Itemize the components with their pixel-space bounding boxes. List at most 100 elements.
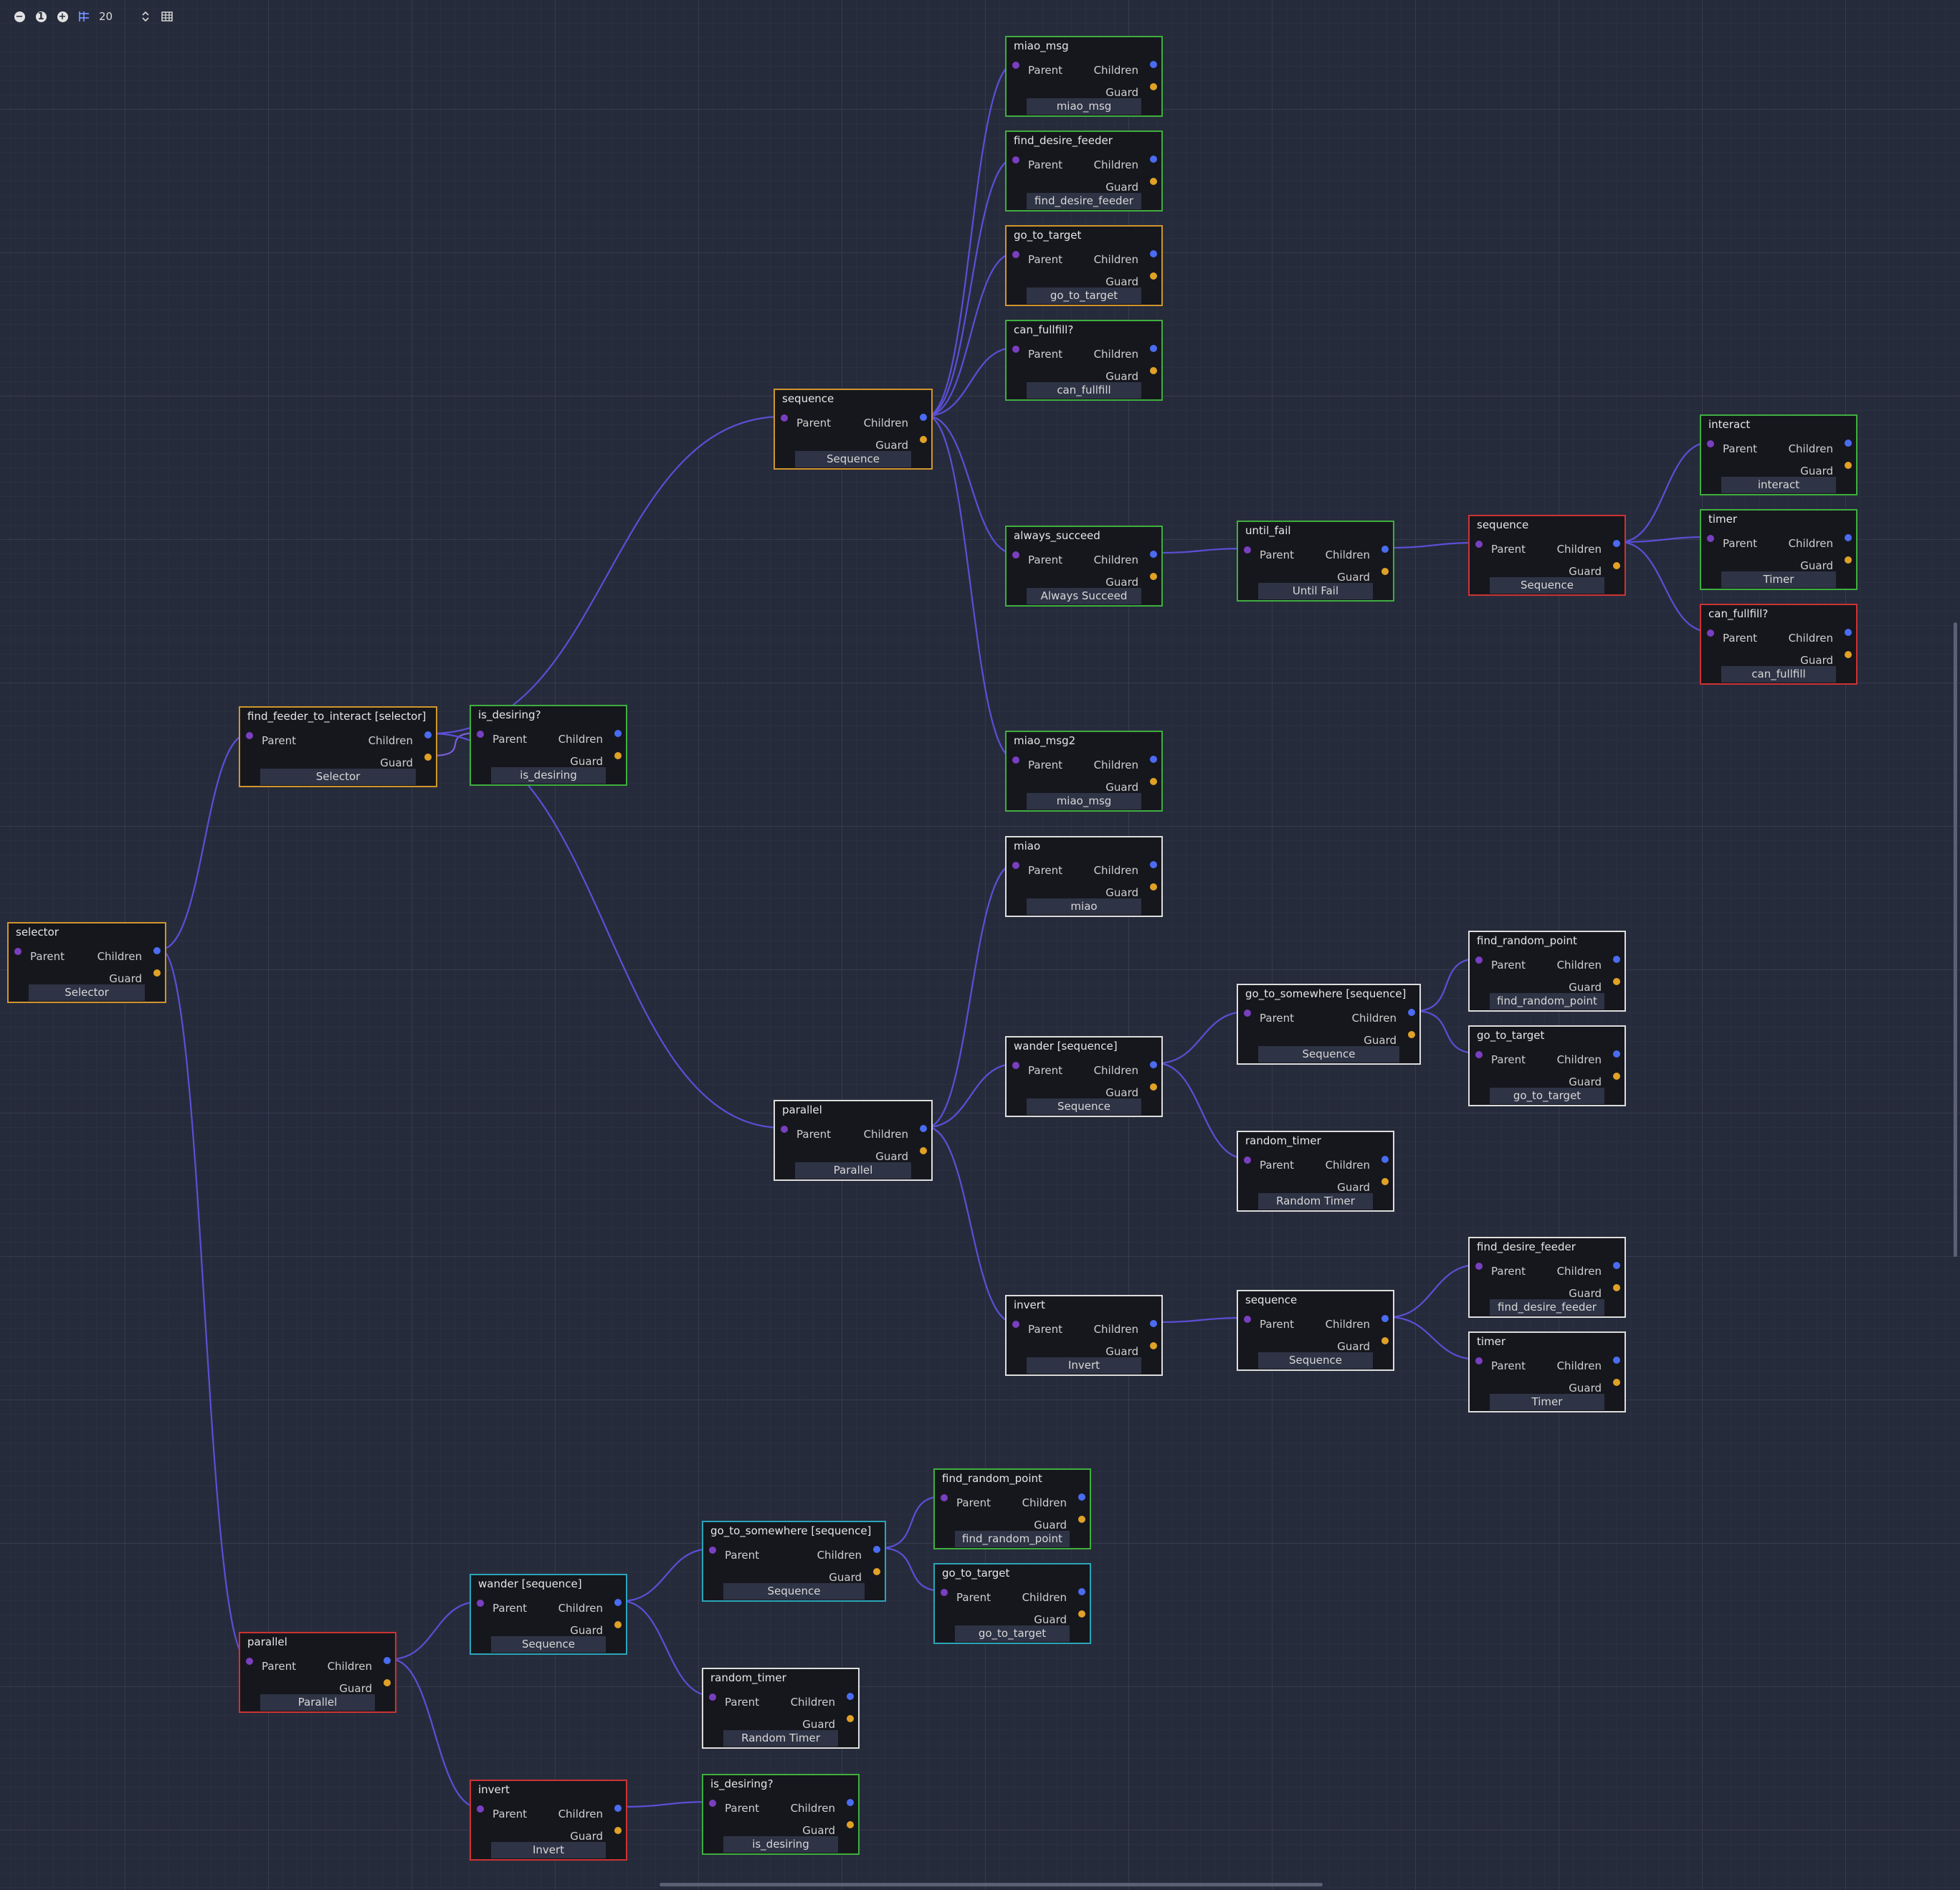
children-port[interactable] bbox=[1150, 61, 1157, 68]
children-port[interactable] bbox=[1381, 1156, 1389, 1163]
parent-port[interactable] bbox=[709, 1694, 716, 1701]
children-port[interactable] bbox=[1845, 629, 1852, 636]
parent-port[interactable] bbox=[1012, 156, 1019, 163]
children-port[interactable] bbox=[1408, 1009, 1415, 1016]
children-port[interactable] bbox=[384, 1657, 391, 1664]
children-port[interactable] bbox=[1845, 440, 1852, 447]
guard-port[interactable] bbox=[424, 754, 432, 761]
parent-port[interactable] bbox=[709, 1547, 716, 1554]
guard-port[interactable] bbox=[1381, 1337, 1389, 1344]
guard-port[interactable] bbox=[1845, 556, 1852, 564]
children-port[interactable] bbox=[1150, 756, 1157, 763]
guard-port[interactable] bbox=[1150, 367, 1157, 374]
zoom-out-button[interactable]: − bbox=[9, 7, 30, 26]
guard-port[interactable] bbox=[153, 969, 161, 977]
children-port[interactable] bbox=[1150, 345, 1157, 352]
zoom-reset-button[interactable]: 1 bbox=[30, 7, 52, 26]
parent-port[interactable] bbox=[1244, 1316, 1251, 1323]
children-port[interactable] bbox=[1613, 956, 1620, 963]
guard-port[interactable] bbox=[920, 1147, 927, 1154]
children-port[interactable] bbox=[873, 1546, 880, 1553]
children-port[interactable] bbox=[153, 947, 161, 954]
guard-port[interactable] bbox=[1150, 1342, 1157, 1349]
children-port[interactable] bbox=[1613, 1262, 1620, 1269]
guard-port[interactable] bbox=[1613, 1284, 1620, 1291]
children-port[interactable] bbox=[1150, 1061, 1157, 1068]
children-port[interactable] bbox=[1150, 250, 1157, 257]
parent-port[interactable] bbox=[709, 1800, 716, 1807]
children-port[interactable] bbox=[847, 1799, 854, 1806]
children-port[interactable] bbox=[614, 1805, 622, 1812]
parent-port[interactable] bbox=[1244, 1157, 1251, 1164]
children-port[interactable] bbox=[614, 730, 622, 737]
guard-port[interactable] bbox=[1613, 978, 1620, 985]
parent-port[interactable] bbox=[941, 1494, 948, 1501]
parent-port[interactable] bbox=[477, 1600, 484, 1607]
parent-port[interactable] bbox=[1012, 251, 1019, 258]
parent-port[interactable] bbox=[1012, 756, 1019, 764]
children-port[interactable] bbox=[1613, 1357, 1620, 1364]
parent-port[interactable] bbox=[1707, 630, 1714, 637]
parent-port[interactable] bbox=[1012, 862, 1019, 869]
guard-port[interactable] bbox=[1150, 778, 1157, 785]
children-port[interactable] bbox=[1078, 1494, 1085, 1501]
children-port[interactable] bbox=[1381, 1315, 1389, 1322]
children-port[interactable] bbox=[1150, 1320, 1157, 1327]
guard-port[interactable] bbox=[1408, 1031, 1415, 1038]
guard-port[interactable] bbox=[1613, 1379, 1620, 1386]
parent-port[interactable] bbox=[1475, 541, 1483, 548]
guard-port[interactable] bbox=[847, 1715, 854, 1722]
children-port[interactable] bbox=[424, 731, 432, 739]
guard-port[interactable] bbox=[1150, 883, 1157, 891]
children-port[interactable] bbox=[920, 414, 927, 421]
parent-port[interactable] bbox=[781, 414, 788, 422]
guard-port[interactable] bbox=[920, 436, 927, 443]
parent-port[interactable] bbox=[1707, 440, 1714, 447]
children-port[interactable] bbox=[1150, 861, 1157, 868]
guard-port[interactable] bbox=[1613, 1073, 1620, 1080]
parent-port[interactable] bbox=[1475, 956, 1483, 964]
snap-toggle-button[interactable] bbox=[73, 7, 95, 26]
vertical-scrollbar[interactable] bbox=[1954, 622, 1957, 1257]
children-port[interactable] bbox=[1150, 551, 1157, 558]
guard-port[interactable] bbox=[614, 1827, 622, 1834]
snap-distance-field[interactable]: 20 bbox=[99, 10, 113, 23]
bt-node[interactable]: find_feeder_to_interact [selector]Parent… bbox=[239, 706, 437, 787]
parent-port[interactable] bbox=[1012, 346, 1019, 353]
parent-port[interactable] bbox=[477, 1805, 484, 1813]
children-port[interactable] bbox=[1150, 156, 1157, 163]
parent-port[interactable] bbox=[1707, 535, 1714, 542]
guard-port[interactable] bbox=[1381, 568, 1389, 575]
guard-port[interactable] bbox=[384, 1679, 391, 1686]
parent-port[interactable] bbox=[246, 732, 253, 739]
horizontal-scrollbar[interactable] bbox=[660, 1883, 1323, 1886]
guard-port[interactable] bbox=[614, 1621, 622, 1628]
guard-port[interactable] bbox=[1150, 272, 1157, 280]
parent-port[interactable] bbox=[781, 1126, 788, 1133]
parent-port[interactable] bbox=[1012, 1321, 1019, 1328]
